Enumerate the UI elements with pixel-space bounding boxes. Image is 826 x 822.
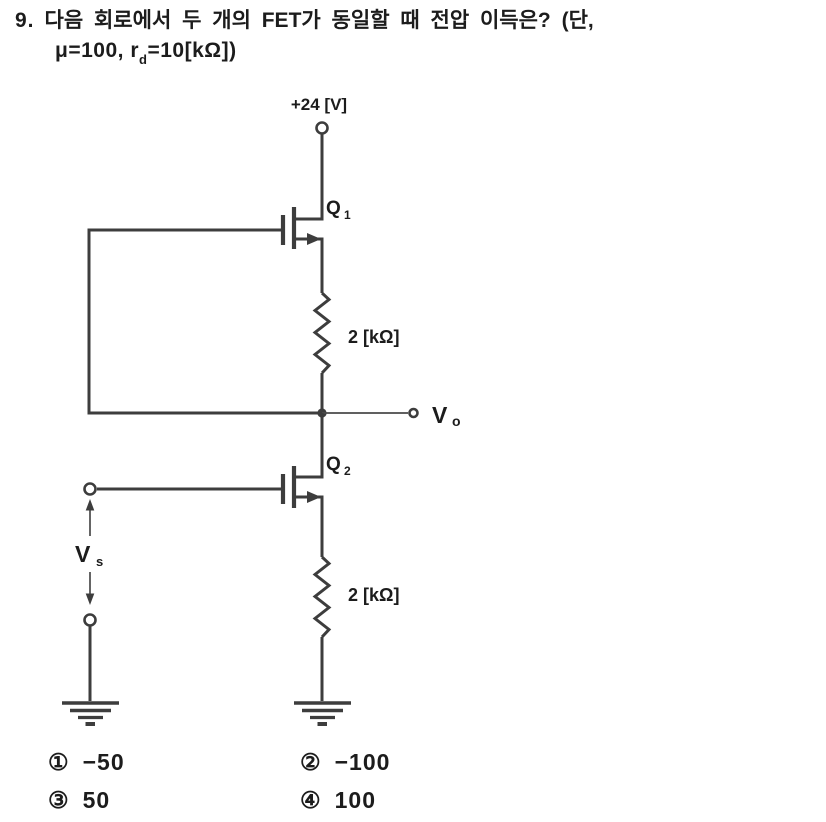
fet-q2-label: Q bbox=[326, 454, 341, 475]
resistor-r1 bbox=[312, 291, 332, 375]
fet-q2-source-lead bbox=[296, 495, 324, 557]
fet-q1-label-subscript: 1 bbox=[344, 208, 351, 222]
fet-q2-label-subscript: 2 bbox=[344, 464, 351, 478]
wire-feedback-loop bbox=[87, 228, 322, 415]
option-3-marker: ③ bbox=[48, 787, 69, 813]
question-number: 9. bbox=[15, 9, 35, 32]
option-2-marker: ② bbox=[300, 749, 321, 775]
fet-q2-source-arrow-icon bbox=[307, 491, 321, 503]
resistor-r2-label: 2 [kΩ] bbox=[348, 585, 399, 605]
supply-voltage-label: +24 [V] bbox=[291, 95, 347, 114]
wire-node-to-q2-drain bbox=[296, 413, 324, 479]
answer-option-2: ② −100 bbox=[300, 749, 390, 776]
resistor-r1-label: 2 [kΩ] bbox=[348, 327, 399, 347]
ground-symbol-left bbox=[62, 701, 119, 726]
fet-q1-label: Q bbox=[326, 198, 341, 219]
answer-option-4: ④ 100 bbox=[300, 787, 376, 814]
output-terminal bbox=[408, 407, 419, 419]
question-line1: 9. 다음 회로에서 두 개의 FET가 동일할 때 전압 이득은? (단, bbox=[15, 6, 815, 36]
fet-q1-source-lead bbox=[296, 237, 324, 293]
output-label-subscript: o bbox=[452, 413, 461, 429]
wire-supply-to-q1-drain bbox=[296, 134, 324, 221]
option-4-marker: ④ bbox=[300, 787, 321, 813]
input-terminal-top bbox=[83, 482, 97, 496]
option-1-marker: ① bbox=[48, 749, 69, 775]
output-label: V bbox=[432, 402, 448, 428]
question-text: 9. 다음 회로에서 두 개의 FET가 동일할 때 전압 이득은? (단, μ=… bbox=[15, 6, 815, 73]
question-line2: μ=100, rd=10[kΩ]) bbox=[15, 36, 815, 73]
input-terminal-bottom bbox=[83, 613, 97, 627]
option-1-value: −50 bbox=[82, 749, 125, 775]
answer-option-1: ① −50 bbox=[48, 749, 125, 776]
answer-option-3: ③ 50 bbox=[48, 787, 110, 814]
question-line2-subscript: d bbox=[139, 52, 148, 68]
ground-symbol-right bbox=[294, 701, 351, 726]
resistor-r2 bbox=[312, 555, 332, 639]
question-line2-post: =10[kΩ]) bbox=[147, 39, 237, 62]
option-3-value: 50 bbox=[82, 787, 111, 813]
question-line1-body: 다음 회로에서 두 개의 FET가 동일할 때 전압 이득은? (단, bbox=[44, 9, 594, 32]
fet-q1-source-arrow-icon bbox=[307, 233, 321, 245]
vs-arrow-down-icon bbox=[85, 593, 95, 605]
vs-arrow-up-icon bbox=[85, 499, 95, 511]
input-source-label: V bbox=[75, 541, 91, 567]
question-line2-pre: μ=100, r bbox=[55, 39, 139, 62]
supply-terminal bbox=[315, 121, 329, 135]
option-2-value: −100 bbox=[334, 749, 391, 775]
input-source-label-subscript: s bbox=[96, 554, 103, 569]
option-4-value: 100 bbox=[334, 787, 376, 813]
